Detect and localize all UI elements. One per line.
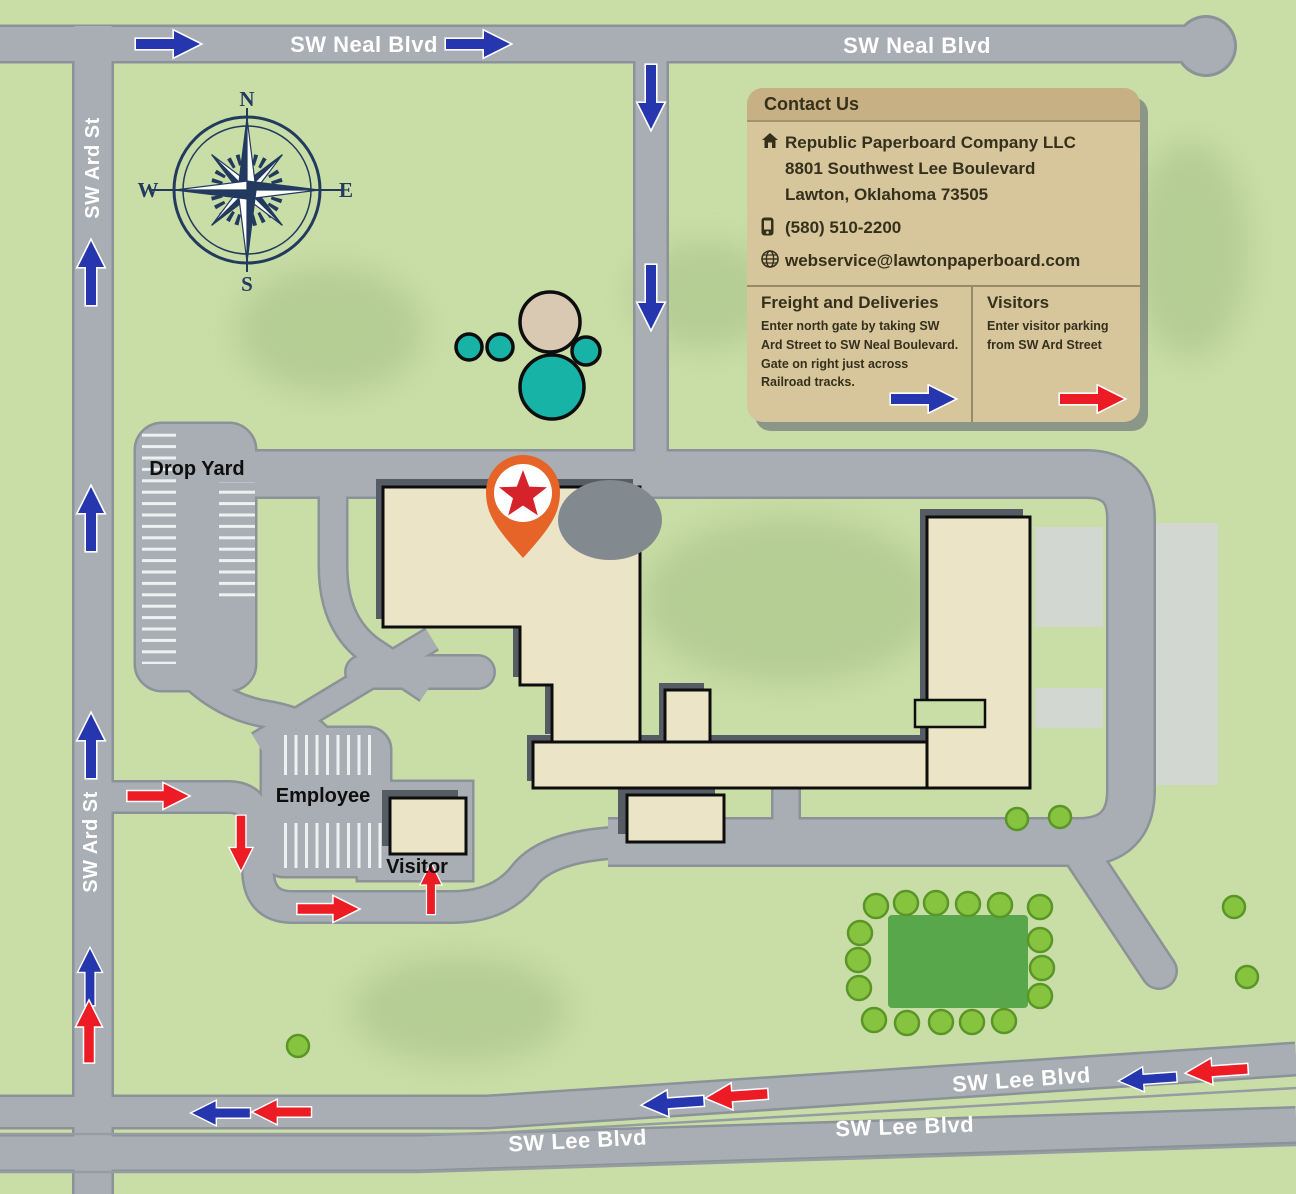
street-label-ard-2: SW Ard St bbox=[80, 791, 102, 893]
compass-n: N bbox=[239, 87, 254, 111]
south-building bbox=[625, 793, 726, 844]
freight-instructions: Enter north gate by taking SW Ard Street… bbox=[761, 319, 959, 390]
east-building bbox=[925, 515, 1032, 790]
street-label-neal-1: SW Neal Blvd bbox=[290, 32, 438, 57]
area-label-employee: Employee bbox=[276, 785, 370, 807]
email-address: webservice@lawtonpaperboard.com bbox=[785, 251, 1081, 270]
address-block: Republic Paperboard Company LLC 8801 Sou… bbox=[785, 130, 1076, 208]
mobile-phone-icon bbox=[761, 217, 785, 241]
visitor-route-arrow-icon bbox=[1058, 384, 1126, 414]
visitors-section: Visitors Enter visitor parking from SW A… bbox=[971, 287, 1140, 422]
small-building bbox=[663, 688, 712, 744]
railroad-lines bbox=[0, 1086, 1296, 1174]
address-line-1: 8801 Southwest Lee Boulevard bbox=[785, 159, 1036, 178]
area-label-drop-yard: Drop Yard bbox=[149, 458, 244, 480]
location-pin-star-icon bbox=[486, 455, 662, 560]
tank-tan bbox=[518, 290, 582, 354]
visitor-building bbox=[388, 796, 468, 856]
home-icon bbox=[761, 132, 785, 155]
compass-w: W bbox=[138, 178, 159, 202]
road-fills bbox=[0, 18, 1296, 1194]
parking-stripes bbox=[142, 430, 383, 868]
tank-teal-small-2 bbox=[485, 332, 515, 362]
card-sections: Freight and Deliveries Enter north gate … bbox=[747, 285, 1140, 422]
storage-tanks bbox=[454, 290, 602, 421]
concrete-pads bbox=[1035, 523, 1218, 785]
contact-card-body: Republic Paperboard Company LLC 8801 Sou… bbox=[747, 122, 1140, 285]
compass-rose-icon: N E S W bbox=[138, 87, 354, 296]
east-building-notch bbox=[913, 698, 987, 729]
company-name: Republic Paperboard Company LLC bbox=[785, 133, 1076, 152]
address-row: Republic Paperboard Company LLC 8801 Sou… bbox=[761, 130, 1126, 208]
pin-shadow bbox=[558, 480, 662, 560]
map-labels: SW Neal Blvd SW Neal Blvd SW Ard St SW A… bbox=[80, 32, 1092, 1157]
web-row: webservice@lawtonpaperboard.com bbox=[761, 248, 1126, 274]
freight-section: Freight and Deliveries Enter north gate … bbox=[747, 287, 971, 422]
address-line-2: Lawton, Oklahoma 73505 bbox=[785, 185, 989, 204]
trees bbox=[285, 804, 1260, 1059]
plant-buildings bbox=[381, 485, 1032, 856]
tank-teal-large bbox=[518, 353, 586, 421]
street-label-lee-2: SW Lee Blvd bbox=[835, 1112, 975, 1142]
contact-card-title: Contact Us bbox=[747, 88, 1140, 122]
street-label-ard-1: SW Ard St bbox=[82, 117, 104, 219]
freight-title: Freight and Deliveries bbox=[761, 293, 939, 312]
phone-row: (580) 510-2200 bbox=[761, 215, 1126, 241]
lawn bbox=[888, 915, 1028, 1008]
phone-number: (580) 510-2200 bbox=[785, 218, 902, 237]
street-label-neal-2: SW Neal Blvd bbox=[843, 33, 991, 58]
tank-teal-small-3 bbox=[570, 335, 602, 367]
main-building bbox=[381, 485, 642, 744]
compass-e: E bbox=[339, 178, 353, 202]
tank-teal-small-1 bbox=[454, 332, 484, 362]
visitors-instructions: Enter visitor parking from SW Ard Street bbox=[987, 319, 1109, 352]
contact-card: Contact Us Republic Paperboard Company L… bbox=[747, 88, 1140, 422]
freight-route-arrow-icon bbox=[889, 384, 957, 414]
compass-s: S bbox=[241, 272, 253, 296]
area-label-visitor: Visitor bbox=[386, 856, 448, 878]
visitors-title: Visitors bbox=[987, 293, 1050, 312]
globe-icon bbox=[761, 250, 785, 273]
